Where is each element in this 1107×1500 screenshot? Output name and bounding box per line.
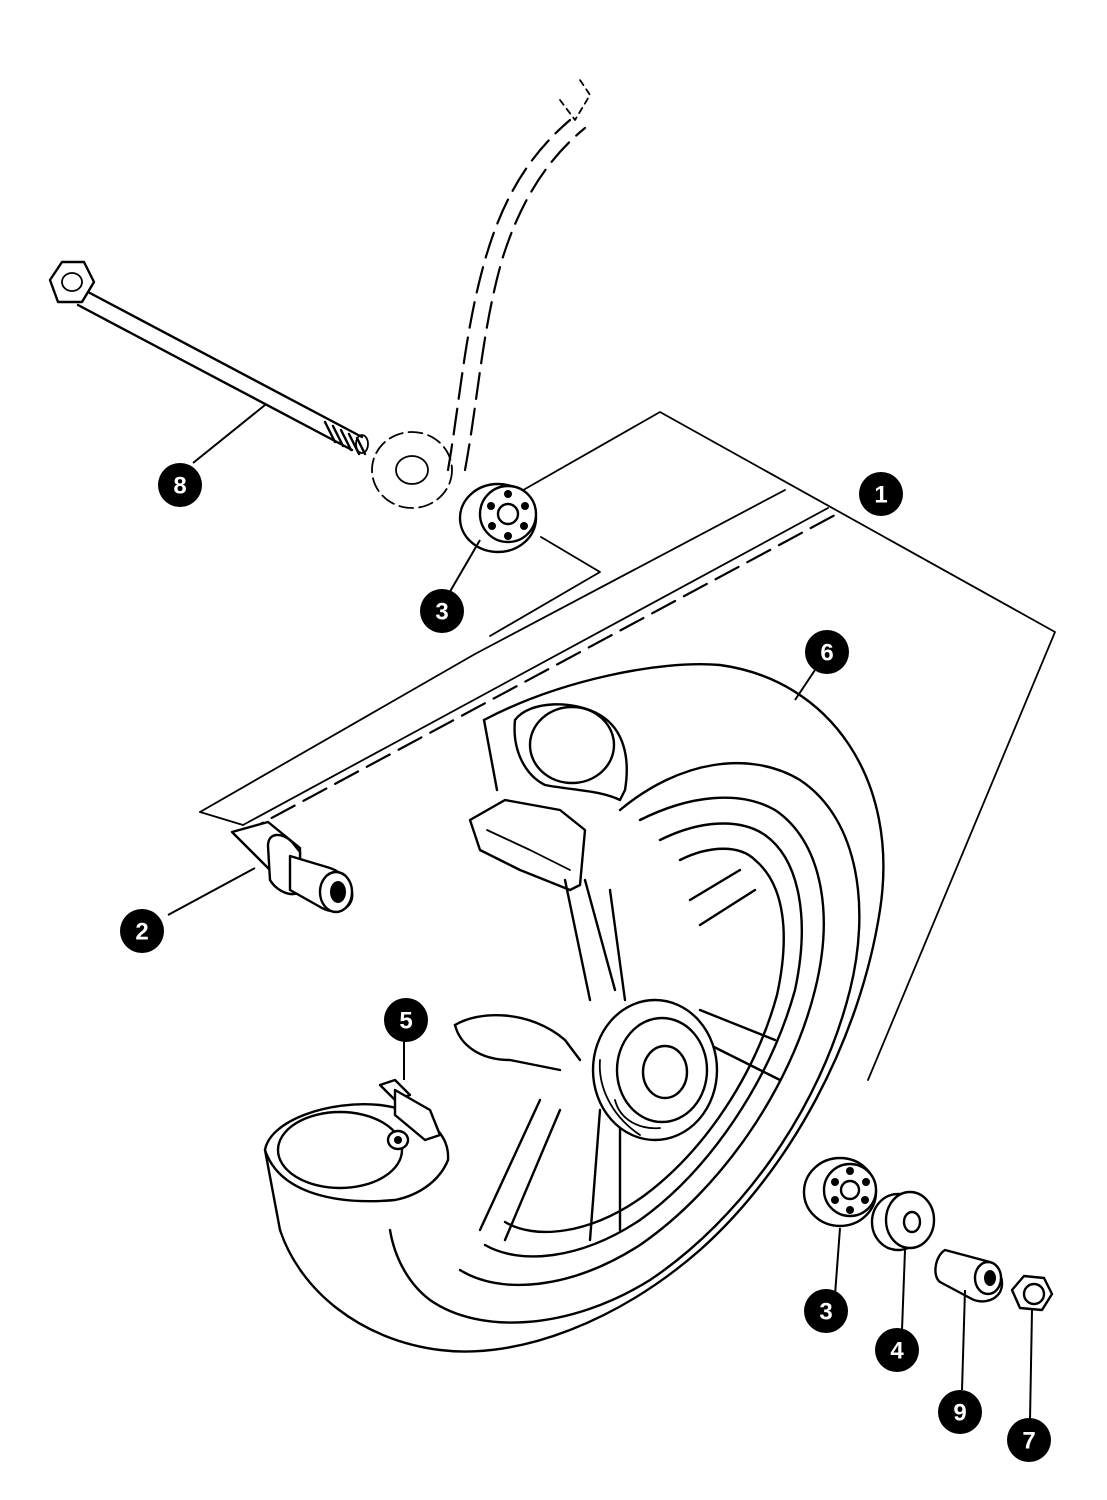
- axle-bolt: [48, 260, 369, 456]
- leader-lines: [167, 404, 1033, 1421]
- speedometer-cable: [446, 79, 591, 472]
- callout-3-upper-label: 3: [435, 599, 448, 626]
- axle-nut: [1010, 1274, 1054, 1312]
- dust-seal: [870, 1190, 936, 1252]
- callout-4: 4: [875, 1328, 919, 1372]
- wheel-bearing-right: [802, 1156, 878, 1228]
- callout-9-label: 9: [953, 1400, 966, 1427]
- callout-1-label: 1: [874, 482, 887, 509]
- axle-bolt-thread: [323, 420, 369, 456]
- callout-3-upper: 3: [420, 589, 464, 633]
- callout-6-label: 6: [820, 640, 833, 667]
- callout-9: 9: [938, 1390, 982, 1434]
- assembly-bracket-lines: [199, 411, 1056, 1081]
- callout-8: 8: [158, 463, 202, 507]
- axle-spacer-collar: [230, 820, 354, 914]
- front-wheel: [263, 663, 885, 1353]
- callout-6: 6: [805, 630, 849, 674]
- speedometer-drive: [371, 431, 453, 509]
- callout-8-label: 8: [173, 473, 186, 500]
- axle-centre-line: [238, 513, 837, 837]
- tyre-valve: [378, 1078, 442, 1151]
- callout-4-label: 4: [890, 1338, 904, 1365]
- callout-3-lower-label: 3: [819, 1299, 832, 1326]
- callout-5: 5: [384, 998, 428, 1042]
- callout-2-label: 2: [135, 919, 148, 946]
- callout-3-lower: 3: [804, 1289, 848, 1333]
- callout-7-label: 7: [1022, 1428, 1035, 1455]
- callout-7: 7: [1007, 1418, 1051, 1462]
- callout-1: 1: [859, 472, 903, 516]
- callout-2: 2: [120, 909, 164, 953]
- wheel-bearing-left: [458, 482, 538, 554]
- callout-5-label: 5: [399, 1008, 412, 1035]
- distance-collar: [934, 1248, 1004, 1303]
